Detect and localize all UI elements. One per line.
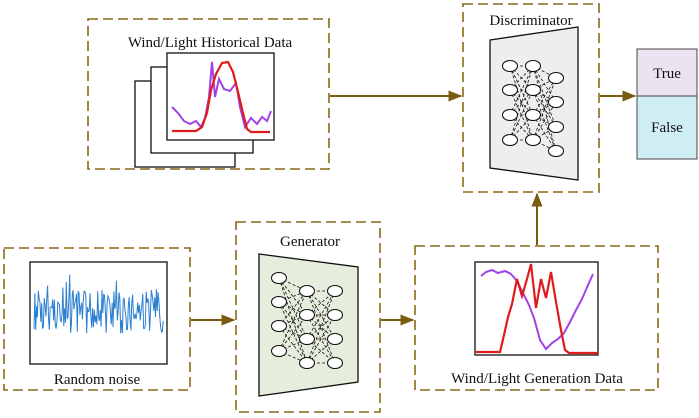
generation-red-curve (476, 263, 598, 355)
generator-node (326, 308, 344, 322)
discriminator-node (547, 71, 565, 85)
discriminator-connection (532, 77, 557, 141)
generation-data-label: Wind/Light Generation Data (451, 371, 623, 387)
generator-connection (278, 277, 308, 316)
random-noise-box: Random noise (3, 247, 191, 391)
discriminator-node (547, 95, 565, 109)
generator-node (326, 284, 344, 298)
discriminator-node (524, 108, 542, 122)
generator-network (270, 271, 344, 370)
generator-connection (278, 301, 308, 364)
generator-connection (278, 290, 308, 327)
history-purple-curve (171, 61, 272, 130)
generator-connection (306, 290, 336, 364)
discriminator-label: Discriminator (489, 13, 572, 29)
discriminator-node (501, 59, 519, 73)
discriminator-box: Discriminator (462, 3, 600, 193)
generator-connection (278, 314, 308, 352)
discriminator-connection (532, 77, 557, 116)
noise-signal (33, 274, 164, 334)
generator-connection (306, 290, 336, 364)
discriminator-node (501, 133, 519, 147)
historical-data-box: Wind/Light Historical Data (87, 18, 330, 170)
true-label: True (653, 66, 681, 82)
output-block: True False (636, 48, 698, 160)
generation-data-box: Wind/Light Generation Data (414, 245, 659, 391)
discriminator-node (524, 133, 542, 147)
history-red-curve (172, 60, 270, 134)
discriminator-node (524, 59, 542, 73)
generator-node (298, 332, 316, 346)
generator-node (326, 332, 344, 346)
discriminator-network-shape (489, 26, 579, 181)
generator-connection (278, 277, 308, 340)
historical-data-label: Wind/Light Historical Data (128, 35, 293, 51)
random-noise-label: Random noise (54, 372, 141, 388)
generator-connection (306, 314, 336, 364)
flow-arrows (191, 90, 637, 326)
generator-node (326, 356, 344, 370)
false-cell (636, 95, 698, 160)
discriminator-network (501, 59, 565, 158)
generator-node (298, 284, 316, 298)
discriminator-node (501, 83, 519, 97)
generator-node (270, 271, 288, 285)
generator-node (298, 308, 316, 322)
generator-connection (306, 290, 336, 340)
discriminator-node (547, 144, 565, 158)
discriminator-node (547, 120, 565, 134)
discriminator-node (501, 108, 519, 122)
discriminator-connection (532, 101, 557, 141)
generator-node (270, 295, 288, 309)
generator-connection (278, 325, 308, 364)
discriminator-connection (509, 65, 534, 141)
discriminator-connection (509, 65, 534, 141)
generation-plot-frame (474, 261, 599, 356)
generator-box: Generator (235, 221, 381, 413)
generator-node (270, 344, 288, 358)
generator-connection (278, 301, 308, 340)
generator-connection (278, 290, 308, 352)
generator-node (270, 319, 288, 333)
true-cell (636, 48, 698, 97)
discriminator-node (524, 83, 542, 97)
discriminator-connection (532, 114, 557, 152)
false-label: False (651, 120, 683, 136)
discriminator-connection (509, 89, 534, 141)
generation-purple-curve (480, 268, 594, 351)
generator-node (298, 356, 316, 370)
generator-label: Generator (280, 234, 340, 250)
discriminator-connection (532, 89, 557, 128)
discriminator-connection (509, 65, 534, 116)
